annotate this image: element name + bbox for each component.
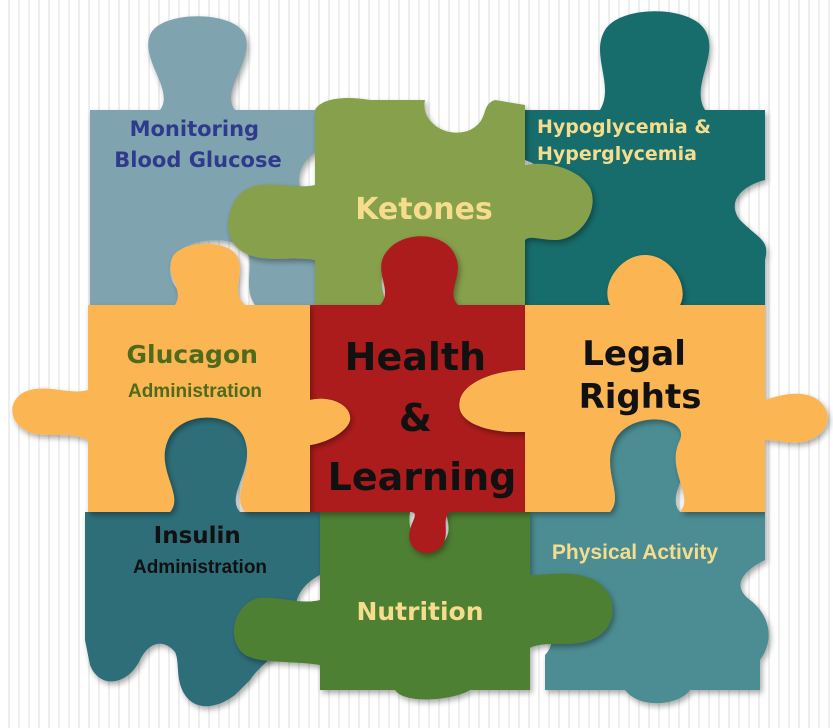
hypo-line1: Hypoglycemia & <box>537 116 711 138</box>
legal-line1: Legal <box>582 334 686 374</box>
svg-text:Glucagon Administration: Glucagon Administration <box>126 340 263 402</box>
insulin-line2: Administration <box>133 557 267 578</box>
center-line3: Learning <box>328 455 517 499</box>
glucagon-line1: Glucagon <box>126 340 257 369</box>
svg-text:Monitoring Blood Glucose: Monitoring Blood Glucose <box>114 117 281 172</box>
piece-center <box>310 236 525 554</box>
monitoring-line2: Blood Glucose <box>114 148 281 172</box>
piece-hypo <box>525 11 767 305</box>
piece-legal <box>459 255 828 512</box>
svg-text:Hypoglycemia & Hyperglycem: Hypoglycemia & Hyperglycemia <box>537 116 718 165</box>
insulin-line1: Insulin <box>154 523 241 549</box>
svg-text:Health & Learning: Health & Learning <box>328 335 517 499</box>
hypo-line2: Hyperglycemia <box>537 143 697 165</box>
physical-label: Physical Activity <box>552 541 718 564</box>
center-line2: & <box>399 396 432 440</box>
glucagon-line2: Administration <box>128 381 262 402</box>
legal-line2: Rights <box>579 377 702 417</box>
svg-text:Insulin Administration: Insulin Administration <box>133 523 267 578</box>
ketones-label: Ketones <box>355 192 493 227</box>
nutrition-label: Nutrition <box>356 597 483 626</box>
piece-glucagon <box>12 243 351 512</box>
piece-nutrition <box>233 505 613 700</box>
center-line1: Health <box>345 335 486 379</box>
svg-text:Legal Rights: Legal Rights <box>579 334 702 417</box>
monitoring-line1: Monitoring <box>130 117 259 141</box>
piece-ketones <box>228 98 593 305</box>
